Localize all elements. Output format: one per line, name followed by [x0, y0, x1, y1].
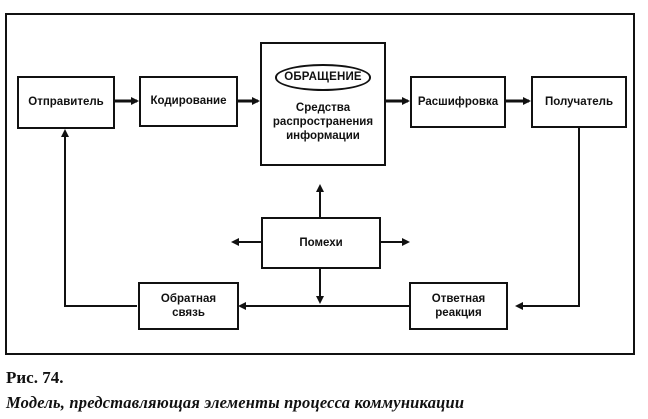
response-box: Ответная реакция: [409, 282, 508, 330]
line-receiver-to-response: [515, 128, 580, 310]
sender-label: Отправитель: [28, 96, 104, 109]
encoding-label: Кодирование: [150, 95, 227, 108]
line-feedback-to-sender: [61, 129, 137, 307]
media-line-2: распространения: [272, 116, 374, 128]
sender-box: Отправитель: [17, 76, 115, 129]
decoding-box: Расшифровка: [410, 76, 506, 128]
decoding-label: Расшифровка: [417, 95, 499, 108]
figure-caption: Модель, представляющая элементы процесса…: [6, 393, 465, 412]
feedback-content: Обратная связь: [161, 292, 216, 321]
receiver-label: Получатель: [544, 95, 614, 108]
feedback-line-1: Обратная: [160, 292, 217, 305]
response-content: Ответная реакция: [432, 292, 485, 321]
noise-label: Помехи: [299, 236, 343, 249]
media-line-3: информации: [286, 130, 360, 143]
outer-frame: [5, 13, 635, 355]
channel-box: ОБРАЩЕНИЕ Средства распространения инфор…: [260, 42, 386, 166]
channel-content: ОБРАЩЕНИЕ Средства распространения инфор…: [273, 64, 373, 144]
figure-number: Рис. 74.: [6, 368, 64, 387]
encoding-box: Кодирование: [139, 76, 238, 127]
receiver-box: Получатель: [531, 76, 627, 128]
noise-box: Помехи: [261, 217, 381, 269]
response-line-2: реакция: [435, 307, 482, 319]
feedback-line-2: связь: [172, 307, 205, 319]
message-oval: ОБРАЩЕНИЕ: [275, 64, 371, 91]
feedback-box: Обратная связь: [138, 282, 239, 330]
response-line-1: Ответная: [431, 292, 486, 305]
media-line-1: Средства: [295, 101, 351, 114]
